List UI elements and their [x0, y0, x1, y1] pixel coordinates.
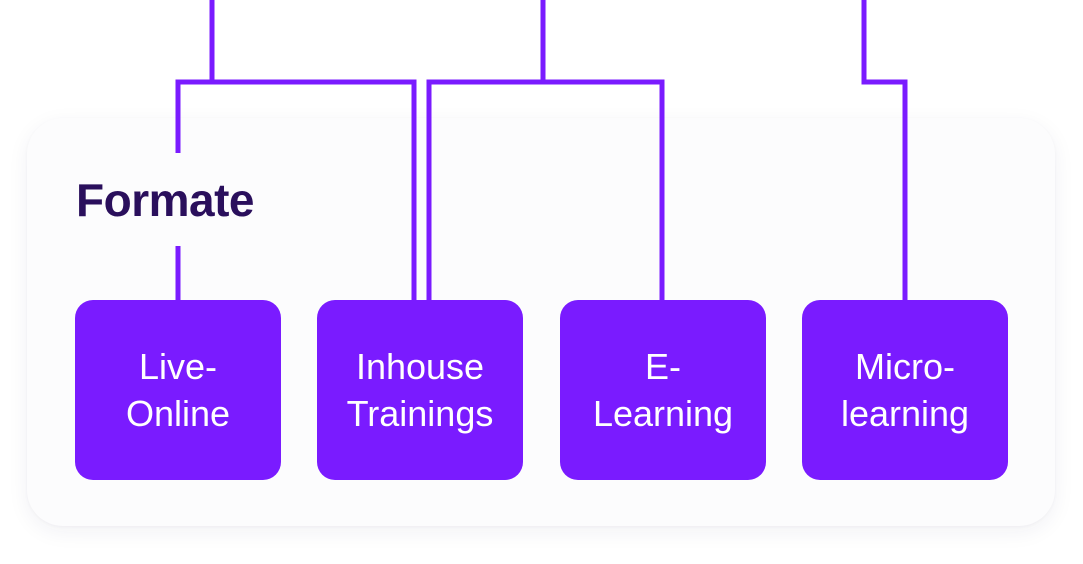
card-label: Micro- learning [840, 346, 970, 434]
section-title: Formate [76, 174, 254, 226]
card-e-learning[interactable]: E- Learning [560, 300, 766, 480]
card-label: E- Learning [592, 346, 734, 434]
connector-line-center-branch-inhouse [426, 0, 546, 300]
card-microlearning[interactable]: Micro- learning [802, 300, 1008, 480]
connector-line-left-branch-inhouse [212, 79, 417, 300]
card-inhouse-trainings[interactable]: Inhouse Trainings [317, 300, 523, 480]
card-live-online[interactable]: Live- Online [75, 300, 281, 480]
connector-line-right-branch-microlearning [861, 0, 908, 300]
card-label: Live- Online [125, 346, 231, 434]
card-label: Inhouse Trainings [346, 346, 494, 434]
connector-line-center-branch-e-learning [543, 79, 665, 300]
connector-line-left-branch-live-online [175, 0, 215, 153]
